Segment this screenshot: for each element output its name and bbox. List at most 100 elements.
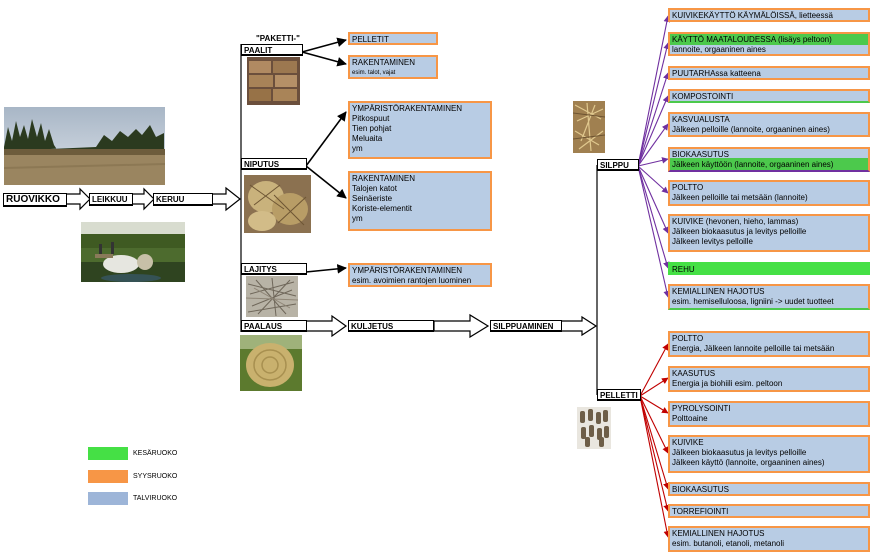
box-line: ym	[352, 144, 363, 153]
box-line: Jälkeen biokaasutus ja levitys pelloille	[672, 227, 807, 236]
silppu-outcome-box: KUIVIKEKÄYTTÖ KÄYMÄLÖISSÄ, lietteessä	[668, 8, 870, 22]
box-line: ym	[352, 214, 363, 223]
box-line: PYROLYSOINTI	[672, 404, 731, 413]
box-line: RAKENTAMINEN	[352, 58, 415, 67]
pelletit-box: PELLETIT	[348, 32, 438, 45]
kuljetus-stage: KULJETUS	[348, 320, 434, 332]
box-line: Jälkeen biokaasutus ja levitys pelloille	[672, 448, 807, 457]
round-bale-photo	[240, 335, 302, 391]
box-line: Talojen katot	[352, 184, 397, 193]
box-line: Koriste-elementit	[352, 204, 413, 213]
rakentaminen-talot-box: RAKENTAMINEN esim. talot, vajat	[348, 55, 438, 79]
block-arrow	[131, 187, 155, 211]
silppu-outcome-box: KASVUALUSTA Jälkeen pelloille (lannoite,…	[668, 112, 870, 137]
box-line: KÄYTTÖ MAATALOUDESSA (lisäys peltoon)	[672, 35, 832, 44]
pelletti-outcome-box: TORREFIOINTI	[668, 504, 870, 518]
silppu-outcome-box: KUIVIKE (hevonen, hieho, lammas) Jälkeen…	[668, 214, 870, 252]
box-line: Jälkeen pelloille (lannoite, orgaaninen …	[672, 125, 830, 134]
pelletti-outcome-box: PYROLYSOINTI Polttoaine	[668, 401, 870, 427]
silppu-outcome-box: POLTTO Jälkeen pelloille tai metsään (la…	[668, 180, 870, 206]
box-line: esim. hemiselluloosa, ligniini -> uudet …	[672, 297, 834, 306]
box-line: Jälkeen pelloille tai metsään (lannoite)	[672, 193, 808, 202]
silppu-outcome-box: PUUTARHAssa katteena	[668, 66, 870, 80]
block-arrow	[211, 186, 241, 212]
box-line: esim. avoimien rantojen luominen	[352, 276, 472, 285]
box-line: KASVUALUSTA	[672, 115, 730, 124]
pelletti-outcome-box: KAASUTUS Energia ja biohiili esim. pelto…	[668, 366, 870, 392]
box-line: Tien pohjat	[352, 124, 392, 133]
box-line: BIOKAASUTUS	[672, 150, 729, 159]
legend-swatch-syysruoko	[88, 470, 128, 483]
pelletti-outcome-box: KUIVIKE Jälkeen biokaasutus ja levitys p…	[668, 435, 870, 473]
box-line: RAKENTAMINEN	[352, 174, 415, 183]
legend-swatch-talviruoko	[88, 492, 128, 505]
box-line: esim. talot, vajat	[352, 70, 396, 76]
paalaus-stage: PAALAUS	[241, 320, 307, 332]
block-arrow	[433, 313, 490, 339]
legend-label: SYYSRUOKO	[133, 473, 178, 480]
box-line: TORREFIOINTI	[672, 507, 729, 516]
silppu-outcome-box: BIOKAASUTUS Jälkeen käyttöön (lannoite, …	[668, 147, 870, 172]
leikkuu-stage: LEIKKUU	[89, 193, 133, 206]
box-line: REHU	[672, 265, 695, 274]
pellets-photo	[577, 407, 611, 449]
box-line: YMPÄRISTÖRAKENTAMINEN	[352, 266, 463, 275]
box-line: KEMIALLINEN HAJOTUS	[672, 287, 765, 296]
pelletti-stage: PELLETTI	[597, 389, 641, 401]
box-line: POLTTO	[672, 334, 704, 343]
box-line: Energia ja biohiili esim. peltoon	[672, 379, 783, 388]
ruovikko-stage: RUOVIKKO	[3, 193, 67, 207]
box-line: Energia, Jälkeen lannoite pelloille tai …	[672, 344, 835, 353]
box-line: Pitkospuut	[352, 114, 390, 123]
bales-photo	[247, 57, 300, 105]
box-line: BIOKAASUTUS	[672, 485, 729, 494]
box-line: KEMIALLINEN HAJOTUS	[672, 529, 765, 538]
legend-label: KESÄRUOKO	[133, 450, 178, 457]
block-arrow	[559, 315, 598, 337]
box-line: PUUTARHAssa katteena	[672, 69, 761, 78]
paalit-stage: PAALIT	[241, 44, 303, 56]
legend-swatch-kesaruoko	[88, 447, 128, 460]
box-line: PELLETIT	[352, 35, 389, 44]
block-arrow	[305, 314, 348, 338]
box-line: esim. butanoli, etanoli, metanoli	[672, 539, 785, 548]
lajitys-stage: LAJITYS	[241, 263, 307, 275]
silppu-outcome-box: KÄYTTÖ MAATALOUDESSA (lisäys peltoon) la…	[668, 32, 870, 56]
pelletti-outcome-box: POLTTO Energia, Jälkeen lannoite pelloil…	[668, 331, 870, 357]
niputus-stage: NIPUTUS	[241, 158, 307, 170]
chopped-reed-photo	[573, 101, 605, 153]
reed-field-photo	[4, 107, 165, 185]
box-line: KAASUTUS	[672, 369, 716, 378]
silppu-outcome-box: KEMIALLINEN HAJOTUS esim. hemiselluloosa…	[668, 284, 870, 310]
pelletti-outcome-box: BIOKAASUTUS	[668, 482, 870, 496]
box-line: Seinäeriste	[352, 194, 393, 203]
silppu-stage: SILPPU	[597, 159, 639, 171]
rakentaminen-katot-box: RAKENTAMINEN Talojen katot Seinäeriste K…	[348, 171, 492, 231]
ymparistorakentaminen-rannat-box: YMPÄRISTÖRAKENTAMINEN esim. avoimien ran…	[348, 263, 492, 287]
silppuaminen-stage: SILPPUAMINEN	[490, 320, 562, 332]
box-line: Jälkeen käyttö (lannoite, orgaaninen ain…	[672, 458, 825, 467]
box-line: Meluaita	[352, 134, 383, 143]
box-line: Polttoaine	[672, 414, 708, 423]
keruu-stage: KERUU	[153, 193, 213, 206]
box-line: lannoite, orgaaninen aines	[672, 45, 766, 54]
box-line: KOMPOSTOINTI	[672, 92, 734, 101]
silppu-outcome-box: REHU	[668, 262, 870, 275]
silppu-outcome-box: KOMPOSTOINTI	[668, 89, 870, 103]
sorted-reed-photo	[246, 276, 298, 317]
box-line: KUIVIKE (hevonen, hieho, lammas)	[672, 217, 799, 226]
legend-label: TALVIRUOKO	[133, 495, 178, 502]
box-line: KUIVIKEKÄYTTÖ KÄYMÄLÖISSÄ, lietteessä	[672, 11, 833, 20]
box-line: Jälkeen käyttöön (lannoite, orgaaninen a…	[672, 160, 834, 169]
box-line: YMPÄRISTÖRAKENTAMINEN	[352, 104, 463, 113]
harvester-photo	[81, 222, 185, 282]
box-line: KUIVIKE	[672, 438, 704, 447]
bundles-photo	[244, 175, 311, 233]
box-line: POLTTO	[672, 183, 704, 192]
block-arrow	[65, 187, 91, 211]
box-line: Jälkeen levitys pelloille	[672, 237, 753, 246]
ymparistorakentaminen-box: YMPÄRISTÖRAKENTAMINEN Pitkospuut Tien po…	[348, 101, 492, 159]
pelletti-outcome-box: KEMIALLINEN HAJOTUS esim. butanoli, etan…	[668, 526, 870, 552]
